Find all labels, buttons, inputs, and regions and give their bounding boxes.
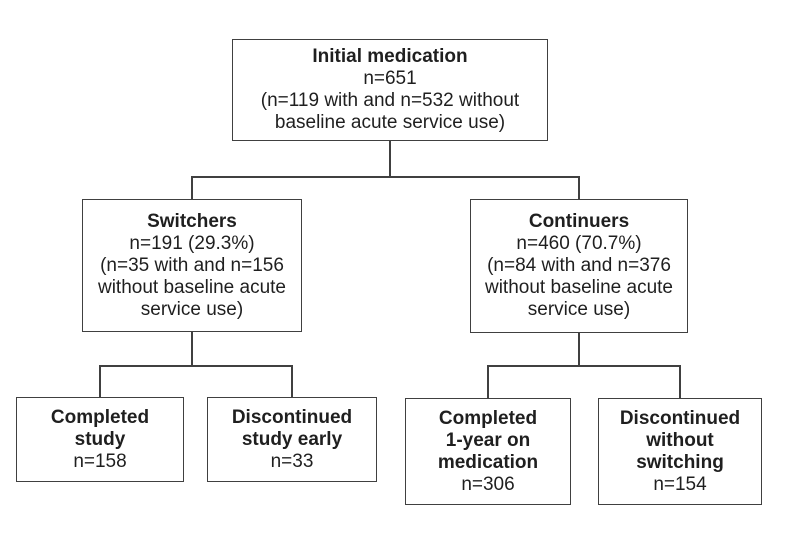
node-discontinued-without-switching: Discontinued without switching n=154 [598,398,762,505]
connector-switchers-stem [191,331,193,367]
node-detail-line: without baseline acute [97,276,286,298]
node-title: Completed [438,407,538,429]
node-title: switching [636,451,724,473]
node-detail-line: (n=84 with and n=376 [487,255,671,276]
node-completed-1-year: Completed 1-year on medication n=306 [405,398,571,505]
node-switchers: Switchers n=191 (29.3%) (n=35 with and n… [82,199,302,332]
node-title: Continuers [528,211,630,232]
connector-switchers-drop [191,176,193,200]
connector-discontinued-switching-drop [679,365,681,399]
connector-continuers-crossbar [487,365,681,367]
node-title: without [646,429,714,451]
node-title: medication [437,451,539,473]
node-title: Discontinued [231,406,353,428]
node-detail-line: service use) [140,298,244,320]
node-detail-line: without baseline acute [484,277,673,298]
node-title: study early [241,428,343,450]
node-title: Initial medication [312,46,468,67]
node-n-value: n=158 [73,450,127,472]
node-n-value: n=33 [270,450,314,472]
node-detail-line: service use) [527,299,631,320]
node-completed-study: Completed study n=158 [16,397,184,482]
node-title: Completed [50,406,150,428]
node-n-value: n=191 (29.3%) [129,232,255,254]
node-continuers: Continuers n=460 (70.7%) (n=84 with and … [470,199,688,333]
node-detail-line: baseline acute service use) [274,112,506,133]
node-n-value: n=460 (70.7%) [516,233,642,254]
node-detail-line: (n=35 with and n=156 [100,254,284,276]
connector-continuers-drop [578,176,580,200]
node-n-value: n=154 [653,473,707,495]
node-n-value: n=651 [363,68,417,89]
connector-switchers-crossbar [99,365,292,367]
node-n-value: n=306 [461,473,515,495]
node-title: Discontinued [619,407,741,429]
node-title: 1-year on [445,429,531,451]
connector-initial-stem [389,140,391,177]
node-title: Switchers [147,210,237,232]
connector-continuers-stem [578,332,580,367]
node-detail-line: (n=119 with and n=532 without [260,90,520,111]
connector-completed-1year-drop [487,365,489,399]
node-initial-medication: Initial medication n=651 (n=119 with and… [232,39,548,141]
node-discontinued-study-early: Discontinued study early n=33 [207,397,377,482]
connector-level1-crossbar [191,176,580,178]
connector-completed-study-drop [99,365,101,398]
node-title: study [74,428,126,450]
connector-discontinued-early-drop [291,365,293,398]
